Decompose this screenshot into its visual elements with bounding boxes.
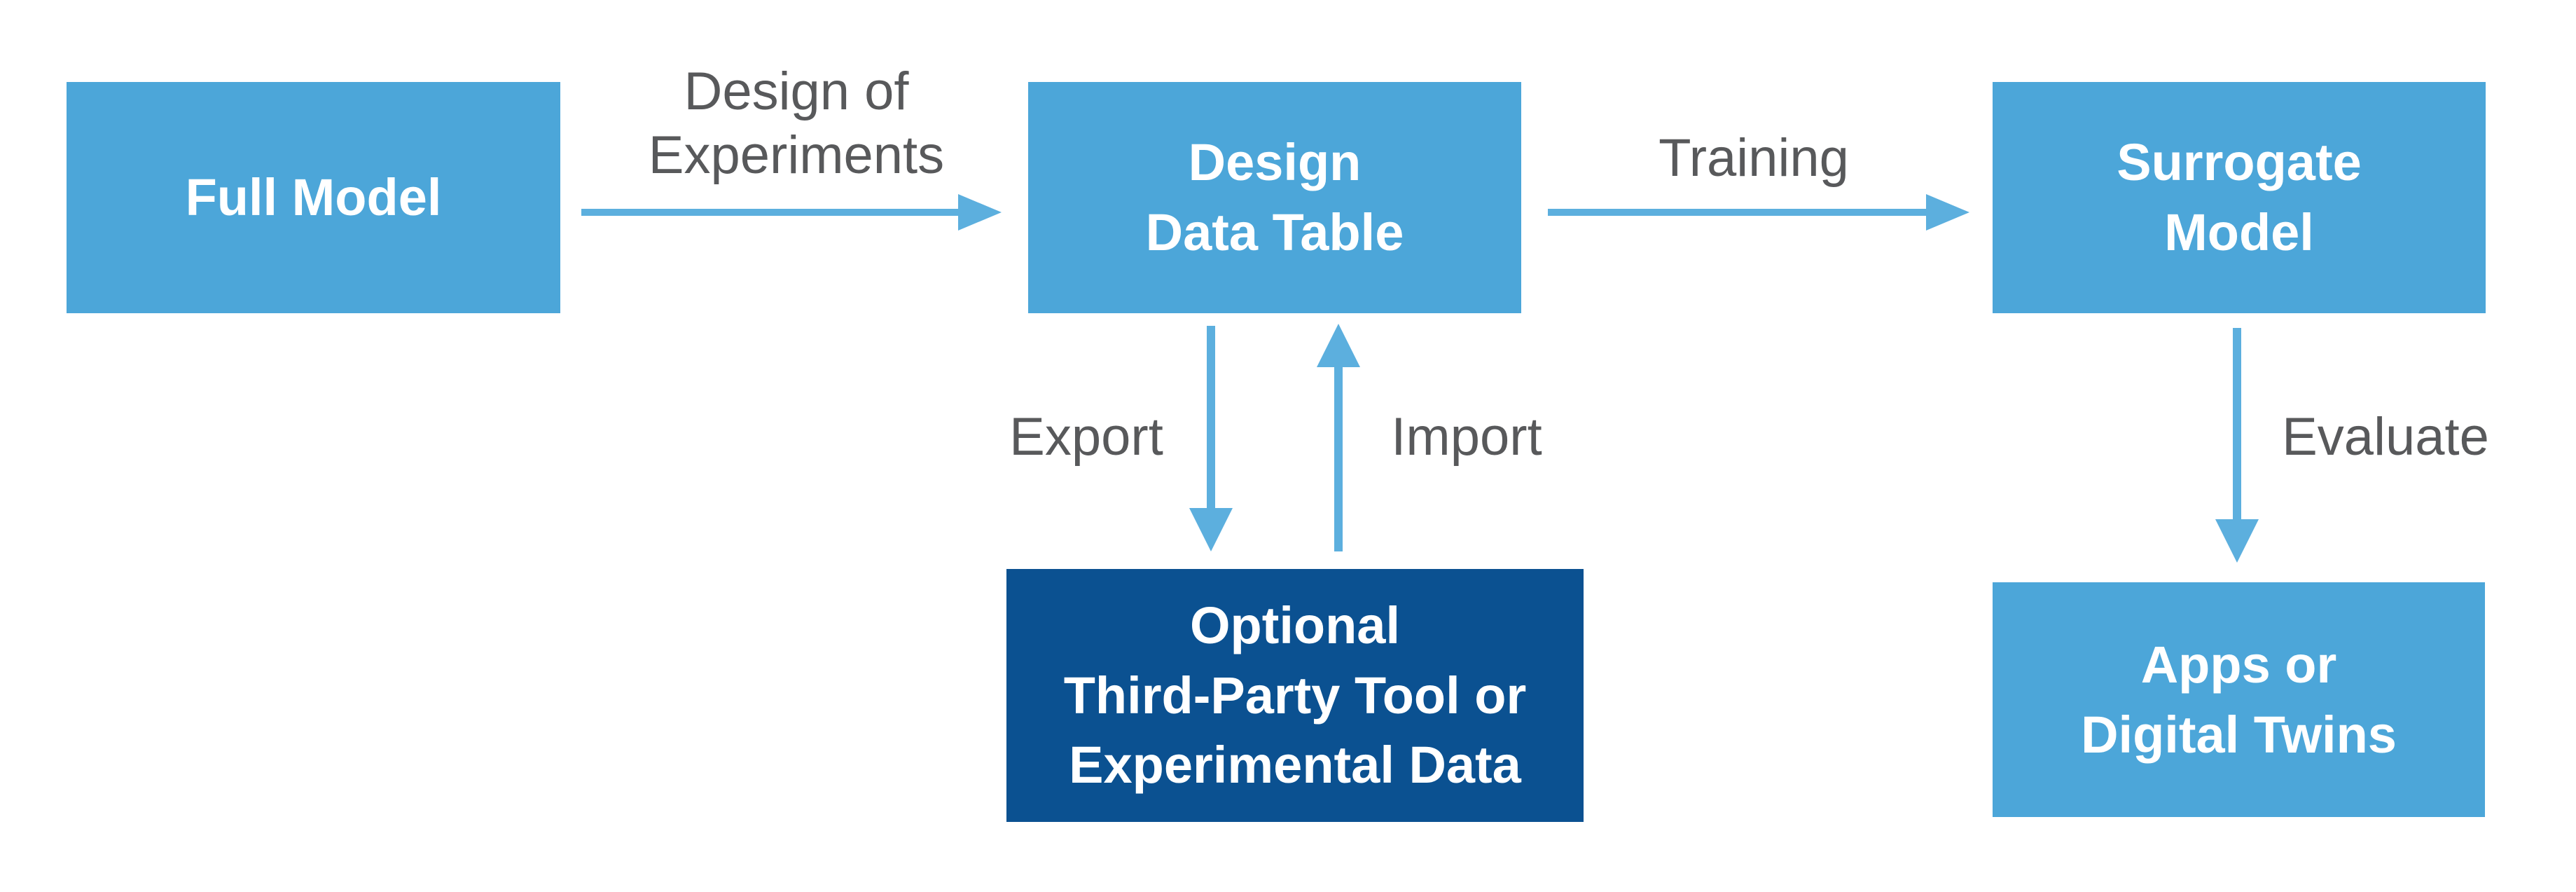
- edge-label-import: Import: [1391, 407, 1542, 467]
- edge-label-training: Training: [1659, 128, 1849, 188]
- evaluate-arrow-shaft: [2233, 328, 2241, 519]
- node-optional-third-party-label: Optional Third-Party Tool or Experimenta…: [1063, 596, 1527, 795]
- design-of-experiments-arrow-shaft: [581, 209, 960, 216]
- training-arrow-head: [1926, 194, 1969, 231]
- export-arrow-shaft: [1207, 326, 1215, 508]
- node-apps-digital-twins: Apps or Digital Twins: [1993, 582, 2485, 817]
- node-design-data-table: Design Data Table: [1028, 82, 1521, 313]
- node-design-data-table-label: Design Data Table: [1145, 133, 1404, 261]
- node-full-model: Full Model: [67, 82, 560, 313]
- training-arrow-shaft: [1548, 209, 1926, 216]
- node-full-model-label: Full Model: [185, 168, 442, 227]
- import-arrow-shaft: [1334, 367, 1343, 551]
- import-arrow-head: [1317, 324, 1360, 367]
- edge-label-design-of-experiments: Design of Experiments: [648, 62, 945, 186]
- node-apps-digital-twins-label: Apps or Digital Twins: [2081, 635, 2397, 764]
- node-optional-third-party: Optional Third-Party Tool or Experimenta…: [1006, 569, 1584, 822]
- design-of-experiments-arrow-head: [958, 194, 1002, 231]
- edge-label-export: Export: [1009, 407, 1163, 467]
- node-surrogate-model-label: Surrogate Model: [2117, 133, 2362, 261]
- evaluate-arrow-head: [2215, 519, 2259, 563]
- edge-label-evaluate: Evaluate: [2282, 407, 2489, 467]
- node-surrogate-model: Surrogate Model: [1993, 82, 2486, 313]
- export-arrow-head: [1189, 508, 1233, 551]
